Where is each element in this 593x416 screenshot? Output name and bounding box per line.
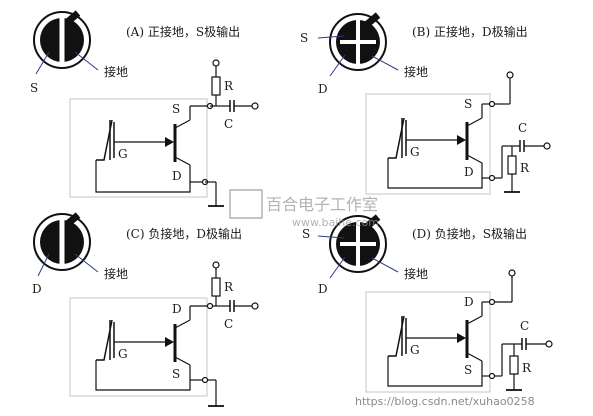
bottom-terminal-label: S xyxy=(464,363,472,377)
watermark-logo-text: 百合电子工作室 xyxy=(266,195,378,214)
icon-ground-label: 接地 xyxy=(404,64,428,79)
icon-d-label: D xyxy=(318,282,328,296)
icon-ground-label: 接地 xyxy=(404,266,428,281)
gate-label: G xyxy=(410,145,420,159)
bottom-terminal-label: D xyxy=(464,165,474,179)
resistor-label: R xyxy=(522,361,532,375)
capacitor-label: C xyxy=(520,319,529,333)
icon-ground-label: 接地 xyxy=(104,266,128,281)
panel-c: D 接地 (C) 负接地，D极输出 G D S R xyxy=(32,212,259,407)
panel-d: S D 接地 (D) 负接地，S极输出 G D S xyxy=(302,214,553,393)
top-terminal-label: S xyxy=(464,97,472,111)
resistor-label: R xyxy=(224,79,234,93)
circuit-b: G S D R xyxy=(365,71,551,195)
mic-capsule-icon xyxy=(329,12,387,71)
panel-caption: (D) 负接地，S极输出 xyxy=(412,226,527,241)
top-terminal-label: D xyxy=(172,302,182,316)
top-terminal-label: D xyxy=(464,295,474,309)
circuit-a: G S D R C xyxy=(69,59,259,207)
mic-capsule-icon xyxy=(33,10,91,69)
gate-label: G xyxy=(118,147,128,161)
panel-caption: (C) 负接地，D极输出 xyxy=(126,226,242,241)
icon-s-label: S xyxy=(302,227,310,241)
icon-d-label: D xyxy=(32,282,42,296)
capacitor-label: C xyxy=(518,121,527,135)
bottom-terminal-label: D xyxy=(172,169,182,183)
panel-caption: (A) 正接地，S极输出 xyxy=(126,24,240,39)
panel-a: S 接地 (A) 正接地，S极输出 G S D xyxy=(30,10,259,207)
icon-d-label: D xyxy=(318,82,328,96)
watermark-url: https://blog.csdn.net/xuhao0258 xyxy=(355,395,535,408)
bottom-terminal-label: S xyxy=(172,367,180,381)
resistor-label: R xyxy=(520,161,530,175)
top-terminal-label: S xyxy=(172,102,180,116)
capacitor-label: C xyxy=(224,317,233,331)
icon-s-label: S xyxy=(300,31,308,45)
watermark-site-text: www.baihe.com xyxy=(292,216,379,229)
circuit-d: G D S R xyxy=(365,269,553,393)
gate-label: G xyxy=(118,347,128,361)
resistor-label: R xyxy=(224,280,234,294)
icon-s-label: S xyxy=(30,81,38,95)
icon-ground-label: 接地 xyxy=(104,64,128,79)
panel-b: S D 接地 (B) 正接地，D极输出 G S D xyxy=(300,12,551,195)
panel-caption: (B) 正接地，D极输出 xyxy=(412,24,528,39)
watermark-logo: 百合电子工作室 www.baihe.com xyxy=(229,189,379,229)
mic-capsule-icon xyxy=(33,212,91,271)
gate-label: G xyxy=(410,343,420,357)
circuit-c: G D S R C xyxy=(69,261,259,407)
capacitor-label: C xyxy=(224,117,233,131)
